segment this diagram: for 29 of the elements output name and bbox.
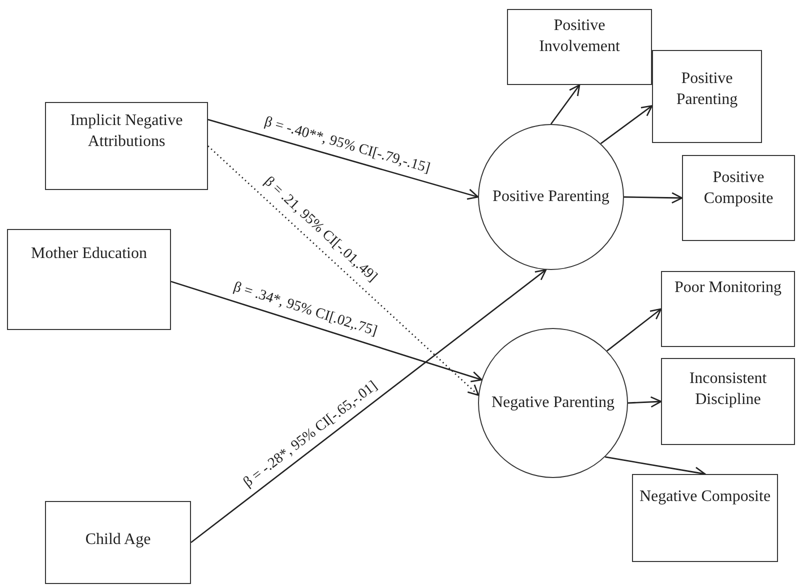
node-label: Negative Composite [638, 487, 772, 507]
variable-box [661, 271, 795, 347]
node-label: Negative Parenting [490, 392, 616, 413]
arrow [628, 396, 662, 408]
node-label: Mother Education [30, 244, 148, 264]
variable-box [45, 501, 191, 584]
node-label: Positive Parenting [675, 69, 739, 110]
variable-box [682, 155, 795, 241]
arrow [190, 269, 547, 544]
arrow [606, 308, 662, 352]
arrow [624, 192, 683, 204]
node-label: Positive Parenting [492, 186, 610, 207]
arrow [170, 280, 482, 382]
variable-box [507, 9, 652, 85]
node-label: Poor Monitoring [673, 278, 783, 298]
arrow [208, 118, 479, 200]
node-label: Positive Involvement [538, 16, 621, 57]
node-label: Child Age [84, 530, 152, 550]
arrow [600, 105, 653, 144]
node-label: Inconsistent Discipline [688, 369, 768, 410]
variable-box [632, 474, 778, 562]
node-label: Implicit Negative Attributions [69, 111, 184, 152]
variable-box [661, 358, 795, 445]
variable-box [652, 50, 762, 143]
arrow [550, 84, 580, 124]
variable-box [45, 102, 208, 190]
variable-box [7, 229, 171, 330]
node-label: Positive Composite [702, 168, 774, 209]
dotted-arrow [208, 145, 480, 396]
